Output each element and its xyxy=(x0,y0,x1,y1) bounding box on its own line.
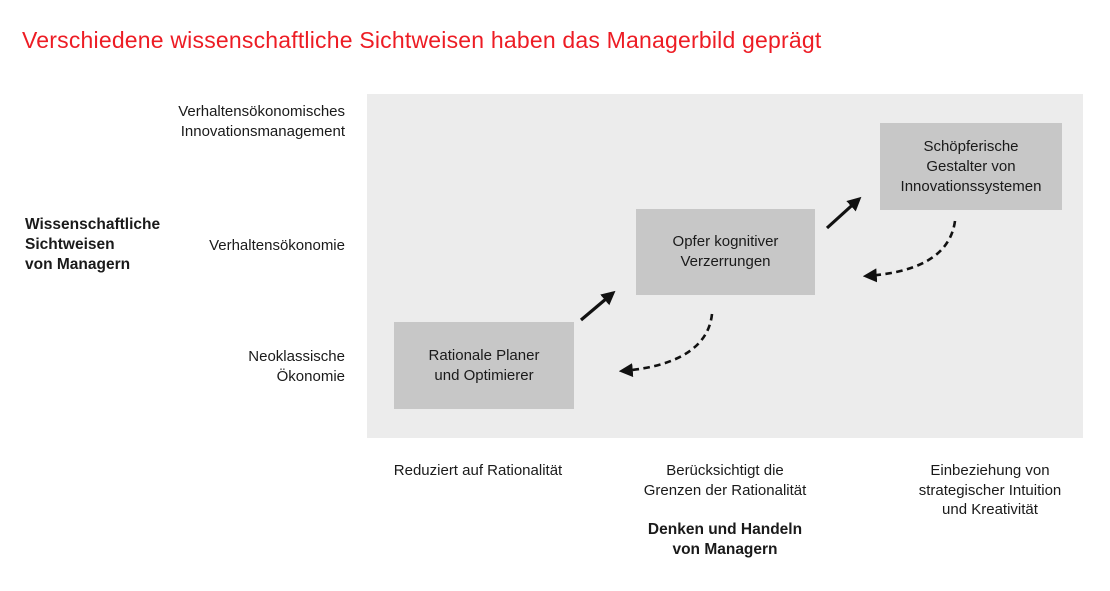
x-level-intuition-creativity: Einbeziehung von strategischer Intuition… xyxy=(918,462,1062,518)
stage-box-rational-planners: Rationale Planer und Optimierer xyxy=(394,322,574,409)
stage-box-cognitive-biases: Opfer kognitiver Verzerrungen xyxy=(636,209,815,295)
y-level-behavioral-economics: Verhaltensökonomie xyxy=(209,237,345,254)
x-level-bounded-rationality: Berücksichtigt die Grenzen der Rationali… xyxy=(643,462,807,499)
x-axis-title: Denken und Handeln von Managern xyxy=(647,521,803,558)
stage-box-creative-designers: Schöpferische Gestalter von Innovationss… xyxy=(880,123,1062,210)
page-title: Verschiedene wissenschaftliche Sichtweis… xyxy=(22,27,822,53)
x-level-reduced-rationality: Reduziert auf Rationalität xyxy=(393,462,563,479)
y-axis-title: Wissenschaftliche Sichtweisen von Manage… xyxy=(25,216,161,273)
y-level-behavioral-innovation: Verhaltensökonomisches Innovationsmanage… xyxy=(178,103,345,140)
y-level-neoclassical-economics: Neoklassische Ökonomie xyxy=(248,348,345,385)
